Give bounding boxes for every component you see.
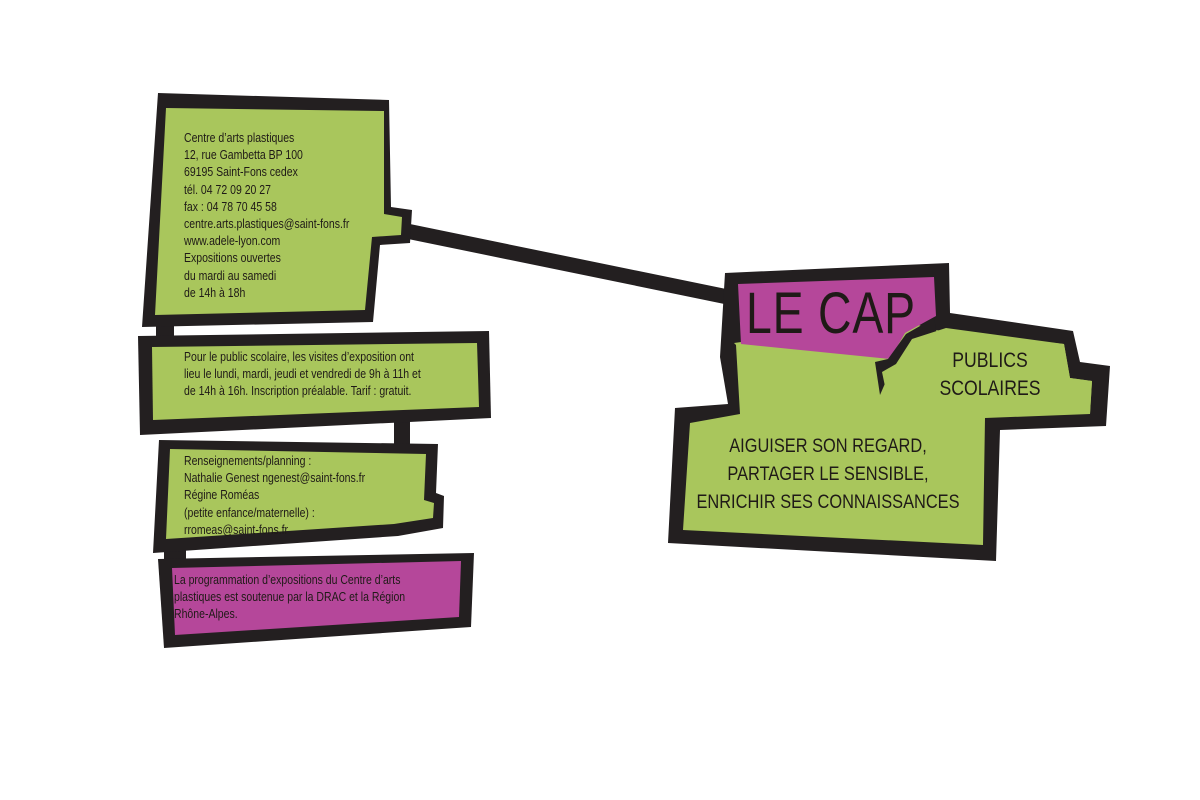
contact-line: 12, rue Gambetta BP 100	[184, 148, 303, 163]
contact-email: centre.arts.plastiques@saint-fons.fr	[184, 217, 350, 232]
subtitle-line: SCOLAIRES	[939, 377, 1041, 400]
info-line: Renseignements/planning :	[184, 454, 312, 468]
cap-title: LE CAP	[746, 281, 916, 346]
info-line: (petite enfance/maternelle) :	[184, 505, 315, 520]
contact-line: 69195 Saint-Fons cedex	[184, 165, 298, 180]
contact-line: Expositions ouvertes	[184, 251, 281, 266]
info-line: Nathalie Genest ngenest@saint-fons.fr	[184, 471, 366, 486]
school-text: Pour le public scolaire, les visites d’e…	[184, 349, 421, 401]
support-line: plastiques est soutenue par la DRAC et l…	[174, 590, 406, 605]
support-line: La programmation d’expositions du Centre…	[174, 573, 401, 587]
cap-green-upper	[882, 328, 1092, 414]
contact-line: tél. 04 72 09 20 27	[184, 182, 271, 197]
support-line: Rhône-Alpes.	[174, 607, 238, 622]
contact-line: du mardi au samedi	[184, 268, 277, 283]
contact-text: Centre d’arts plastiques 12, rue Gambett…	[184, 130, 349, 302]
school-line: de 14h à 16h. Inscription préalable. Tar…	[184, 384, 412, 399]
info-box-fill	[166, 449, 434, 539]
tagline-line: ENRICHIR SES CONNAISSANCES	[696, 491, 960, 513]
contact-line: Centre d’arts plastiques	[184, 131, 295, 145]
cap-title-fill	[738, 277, 936, 359]
support-text: La programmation d’expositions du Centre…	[174, 572, 405, 624]
contact-line: fax : 04 78 70 45 58	[184, 199, 277, 214]
contact-box-fill	[155, 108, 402, 315]
tagline-line: AIGUISER SON REGARD,	[729, 435, 927, 457]
school-box-fill	[152, 343, 479, 420]
connector-line	[390, 220, 754, 310]
school-line: Pour le public scolaire, les visites d’e…	[184, 350, 414, 364]
info-line: rromeas@saint-fons.fr	[184, 522, 289, 537]
info-line: Régine Roméas	[184, 488, 260, 503]
subtitle-line: PUBLICS	[952, 349, 1028, 372]
info-text: Renseignements/planning : Nathalie Genes…	[184, 453, 365, 539]
tagline-line: PARTAGER LE SENSIBLE,	[727, 463, 929, 485]
contact-website: www.adele-lyon.com	[184, 234, 281, 249]
contact-line: de 14h à 18h	[184, 285, 246, 300]
school-line: lieu le lundi, mardi, jeudi et vendredi …	[184, 367, 421, 382]
tab-2	[394, 420, 410, 446]
support-box-fill	[172, 561, 461, 635]
